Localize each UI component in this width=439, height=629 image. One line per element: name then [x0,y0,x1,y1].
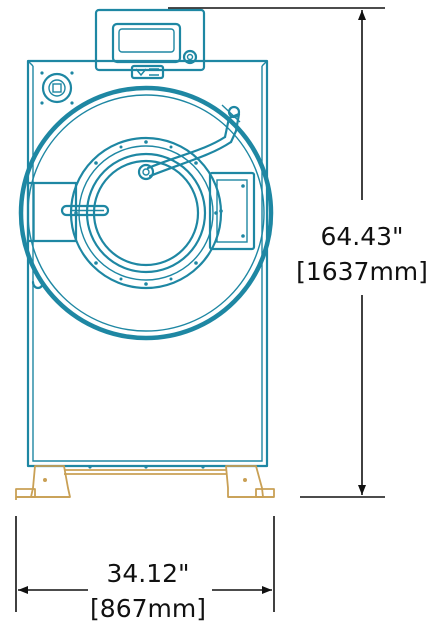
door-hinge [208,171,256,251]
door-handle [60,204,110,217]
brand-logo-plate [130,64,165,80]
door-frame [69,136,223,290]
width-metric-label: [867mm] [90,594,206,623]
main-cabinet [26,59,269,468]
control-panel-housing [94,8,206,72]
door-outer-ring [18,85,274,341]
door-glass [92,159,200,267]
width-imperial-label: 34.12" [106,559,189,588]
height-imperial-label: 64.43" [320,222,403,251]
vent-fan-icon [40,71,74,105]
supply-hose [137,104,241,181]
latch-plate [26,181,78,243]
control-knob-icon [182,49,198,65]
width-dimension: 34.12" [867mm] [15,516,275,623]
height-dimension: 64.43" [1637mm] [168,7,428,498]
base-feet [15,465,275,500]
height-metric-label: [1637mm] [296,257,428,286]
washer-body [18,8,274,469]
